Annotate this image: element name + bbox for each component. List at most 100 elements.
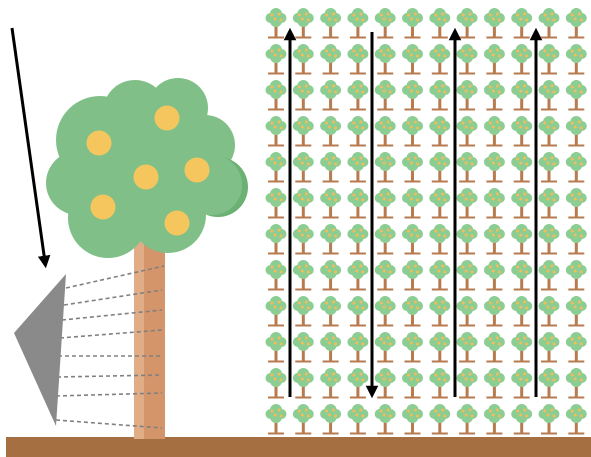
mini-fruit-tree-icon <box>511 296 532 327</box>
mini-fruit-tree-icon <box>402 116 423 147</box>
ground <box>6 437 591 457</box>
mini-fruit-tree-icon <box>320 260 341 291</box>
mini-fruit-tree-icon <box>539 116 560 147</box>
mini-fruit-tree-icon <box>293 368 314 399</box>
mini-fruit-tree-icon <box>429 8 450 39</box>
mini-fruit-tree-icon <box>375 368 396 399</box>
mini-fruit-tree-icon <box>457 8 478 39</box>
mini-fruit-tree-icon <box>566 404 587 435</box>
mini-fruit-tree-icon <box>566 80 587 111</box>
mini-fruit-tree-icon <box>429 332 450 363</box>
mini-fruit-tree-icon <box>347 8 368 39</box>
fruit <box>165 211 190 236</box>
mini-fruit-tree-icon <box>539 44 560 75</box>
mini-fruit-tree-icon <box>375 8 396 39</box>
mini-fruit-tree-icon <box>266 152 287 183</box>
mini-fruit-tree-icon <box>320 152 341 183</box>
mini-fruit-tree-icon <box>511 80 532 111</box>
mini-fruit-tree-icon <box>347 80 368 111</box>
mini-fruit-tree-icon <box>511 152 532 183</box>
mini-fruit-tree-icon <box>375 332 396 363</box>
mini-fruit-tree-icon <box>347 404 368 435</box>
mini-fruit-tree-icon <box>484 188 505 219</box>
mini-fruit-tree-icon <box>511 368 532 399</box>
mini-fruit-tree-icon <box>566 152 587 183</box>
mini-fruit-tree-icon <box>457 80 478 111</box>
mini-fruit-tree-icon <box>484 80 505 111</box>
mini-fruit-tree-icon <box>566 116 587 147</box>
mini-fruit-tree-icon <box>320 80 341 111</box>
mini-fruit-tree-icon <box>347 116 368 147</box>
mini-fruit-tree-icon <box>457 188 478 219</box>
fruit <box>155 106 180 131</box>
mini-fruit-tree-icon <box>320 224 341 255</box>
mini-fruit-tree-icon <box>375 80 396 111</box>
mini-fruit-tree-icon <box>347 152 368 183</box>
mini-fruit-tree-icon <box>511 116 532 147</box>
mini-fruit-tree-icon <box>320 368 341 399</box>
mini-fruit-tree-icon <box>266 368 287 399</box>
mini-fruit-tree-icon <box>266 44 287 75</box>
fruit <box>91 195 116 220</box>
mini-fruit-tree-icon <box>347 260 368 291</box>
mini-fruit-tree-icon <box>266 188 287 219</box>
mini-fruit-tree-icon <box>293 404 314 435</box>
mini-fruit-tree-icon <box>402 224 423 255</box>
mini-fruit-tree-icon <box>539 296 560 327</box>
mini-fruit-tree-icon <box>266 296 287 327</box>
mini-fruit-tree-icon <box>457 332 478 363</box>
mini-fruit-tree-icon <box>375 188 396 219</box>
mini-fruit-tree-icon <box>266 224 287 255</box>
mini-fruit-tree-icon <box>375 44 396 75</box>
mini-fruit-tree-icon <box>375 116 396 147</box>
mini-fruit-tree-icon <box>402 404 423 435</box>
mini-fruit-tree-icon <box>429 80 450 111</box>
mini-fruit-tree-icon <box>457 368 478 399</box>
mini-fruit-tree-icon <box>293 44 314 75</box>
mini-fruit-tree-icon <box>429 224 450 255</box>
mini-fruit-tree-icon <box>293 8 314 39</box>
mini-fruit-tree-icon <box>402 8 423 39</box>
mini-fruit-tree-icon <box>484 224 505 255</box>
mini-fruit-tree-icon <box>266 80 287 111</box>
mini-fruit-tree-icon <box>484 296 505 327</box>
mini-fruit-tree-icon <box>266 404 287 435</box>
mini-fruit-tree-icon <box>539 404 560 435</box>
mini-fruit-tree-icon <box>457 404 478 435</box>
mini-fruit-tree-icon <box>320 44 341 75</box>
mini-fruit-tree-icon <box>566 44 587 75</box>
mini-fruit-tree-icon <box>429 368 450 399</box>
fruit-tree-icon <box>46 78 248 439</box>
triangle-scanner-icon <box>14 274 66 426</box>
mini-fruit-tree-icon <box>402 332 423 363</box>
mini-fruit-tree-icon <box>293 188 314 219</box>
mini-fruit-tree-icon <box>511 8 532 39</box>
mini-fruit-tree-icon <box>375 152 396 183</box>
mini-fruit-tree-icon <box>320 404 341 435</box>
mini-fruit-tree-icon <box>402 368 423 399</box>
mini-fruit-tree-icon <box>566 368 587 399</box>
mini-fruit-tree-icon <box>429 44 450 75</box>
mini-fruit-tree-icon <box>347 332 368 363</box>
orchard-grid <box>266 8 587 435</box>
mini-fruit-tree-icon <box>402 296 423 327</box>
mini-fruit-tree-icon <box>375 224 396 255</box>
mini-fruit-tree-icon <box>347 368 368 399</box>
mini-fruit-tree-icon <box>511 404 532 435</box>
mini-fruit-tree-icon <box>402 80 423 111</box>
mini-fruit-tree-icon <box>539 368 560 399</box>
mini-fruit-tree-icon <box>539 332 560 363</box>
mini-fruit-tree-icon <box>457 296 478 327</box>
mini-fruit-tree-icon <box>266 8 287 39</box>
mini-fruit-tree-icon <box>511 188 532 219</box>
mini-fruit-tree-icon <box>566 260 587 291</box>
mini-fruit-tree-icon <box>484 116 505 147</box>
mini-fruit-tree-icon <box>484 260 505 291</box>
mini-fruit-tree-icon <box>402 188 423 219</box>
mini-fruit-tree-icon <box>429 152 450 183</box>
mini-fruit-tree-icon <box>402 44 423 75</box>
mini-fruit-tree-icon <box>511 260 532 291</box>
mini-fruit-tree-icon <box>457 152 478 183</box>
fruit <box>134 165 159 190</box>
